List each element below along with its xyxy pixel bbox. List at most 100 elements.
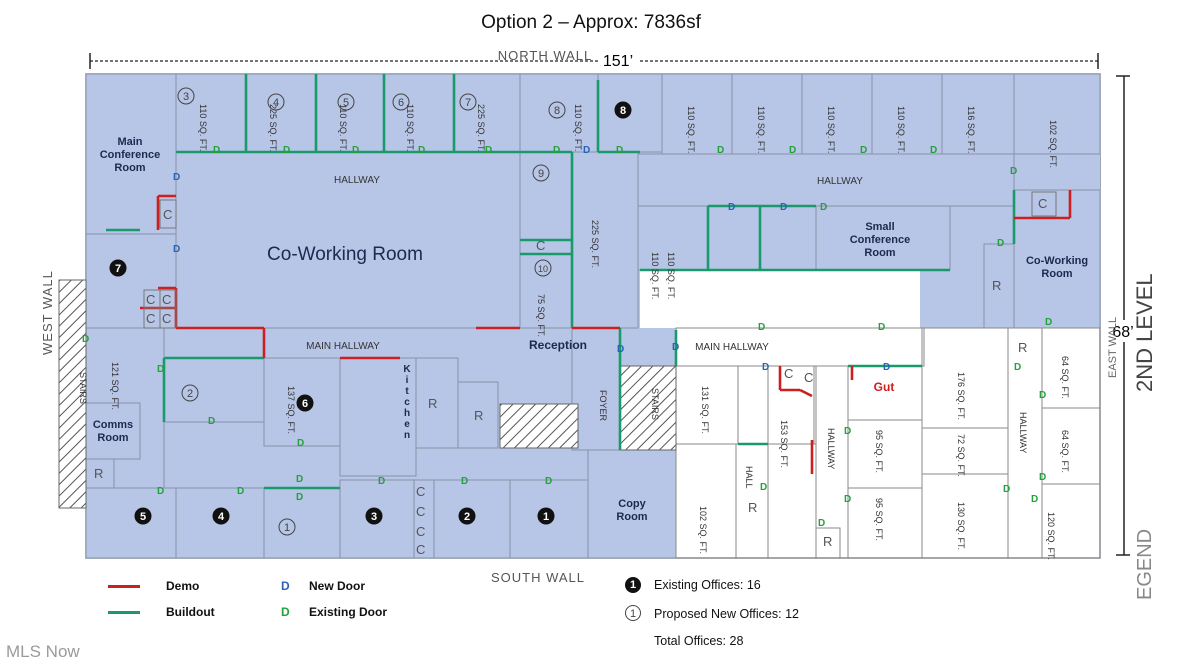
area-labels-misc: 225 SQ. FT.75 SQ. FT.121 SQ. FT.137 SQ. … bbox=[110, 220, 1070, 560]
svg-text:C: C bbox=[416, 504, 425, 519]
proposed-office-marker-10: 10 bbox=[534, 259, 552, 277]
page-title: Option 2 – Approx: 7836sf bbox=[481, 12, 701, 33]
svg-text:D: D bbox=[997, 238, 1004, 249]
existing-office-marker-5: 5 bbox=[134, 507, 152, 525]
svg-text:C: C bbox=[146, 311, 155, 326]
height-label: 68’ bbox=[1112, 324, 1133, 341]
west-wall-label: WEST WALL bbox=[40, 270, 55, 355]
svg-text:D: D bbox=[1003, 484, 1010, 495]
svg-text:D: D bbox=[545, 476, 552, 487]
svg-text:D: D bbox=[1039, 472, 1046, 483]
svg-text:D: D bbox=[930, 145, 937, 156]
width-label: 151’ bbox=[603, 53, 633, 70]
proposed-office-marker-7: 7 bbox=[459, 93, 477, 111]
svg-text:D: D bbox=[762, 362, 769, 373]
stairs-east-label: STAIRS bbox=[650, 388, 660, 420]
area-label-top-12: 102 SQ. FT. bbox=[1048, 120, 1058, 168]
proposed-office-marker-3: 3 bbox=[177, 87, 195, 105]
svg-text:R: R bbox=[992, 278, 1001, 293]
svg-text:D: D bbox=[789, 145, 796, 156]
svg-text:D: D bbox=[378, 476, 385, 487]
legend-demo-label: Demo bbox=[166, 579, 200, 593]
svg-text:4: 4 bbox=[273, 97, 279, 109]
svg-text:D: D bbox=[173, 172, 180, 183]
svg-text:D: D bbox=[617, 344, 624, 355]
legend-proposed-office-marker: 1 bbox=[625, 605, 641, 621]
svg-text:D: D bbox=[878, 322, 885, 333]
svg-text:6: 6 bbox=[302, 398, 308, 410]
area-label-top-10: 110 SQ. FT. bbox=[896, 106, 906, 153]
area-label-top-9: 110 SQ. FT. bbox=[826, 106, 836, 153]
svg-text:D: D bbox=[1045, 317, 1052, 328]
area-label-9: 176 SQ. FT. bbox=[956, 372, 966, 420]
svg-text:D: D bbox=[352, 145, 359, 156]
area-label-8: 95 SQ. FT. bbox=[874, 498, 884, 541]
proposed-office-marker-5: 5 bbox=[337, 93, 355, 111]
gut-label: Gut bbox=[874, 380, 895, 394]
svg-text:R: R bbox=[823, 534, 832, 549]
svg-text:D: D bbox=[418, 145, 425, 156]
area-label-16: 110 SQ. FT. bbox=[650, 252, 660, 299]
svg-text:D: D bbox=[760, 482, 767, 493]
svg-text:D: D bbox=[780, 202, 787, 213]
svg-text:D: D bbox=[860, 145, 867, 156]
north-wall-label: NORTH WALL bbox=[498, 48, 593, 63]
existing-office-marker-1: 1 bbox=[537, 507, 555, 525]
existing-office-marker-6: 6 bbox=[296, 394, 314, 412]
svg-text:D: D bbox=[820, 202, 827, 213]
svg-text:D: D bbox=[844, 494, 851, 505]
building-outline bbox=[85, 73, 1101, 559]
svg-text:D: D bbox=[818, 518, 825, 529]
area-label-top-7: 110 SQ. FT. bbox=[686, 106, 696, 153]
area-label-1: 225 SQ. FT. bbox=[590, 220, 600, 268]
svg-text:D: D bbox=[1010, 166, 1017, 177]
area-label-5: 131 SQ. FT. bbox=[700, 386, 710, 434]
svg-text:D: D bbox=[728, 202, 735, 213]
hallway-right-label: HALLWAY bbox=[817, 176, 863, 187]
svg-text:C: C bbox=[804, 370, 813, 385]
stairs bbox=[58, 279, 677, 509]
svg-text:7: 7 bbox=[115, 263, 121, 275]
svg-text:D: D bbox=[237, 486, 244, 497]
svg-text:D: D bbox=[844, 426, 851, 437]
svg-text:D: D bbox=[717, 145, 724, 156]
svg-text:C: C bbox=[1038, 196, 1047, 211]
reception-label: Reception bbox=[529, 338, 587, 352]
legend-proposed-offices: Proposed New Offices: 12 bbox=[654, 607, 799, 621]
svg-text:C: C bbox=[536, 238, 545, 253]
area-label-12: 120 SQ. FT. bbox=[1046, 512, 1056, 560]
svg-text:10: 10 bbox=[538, 264, 548, 274]
svg-text:R: R bbox=[1018, 340, 1027, 355]
buildout-lines bbox=[106, 74, 1016, 490]
existing-office-marker-2: 2 bbox=[458, 507, 476, 525]
area-label-top-2: 225 SQ. FT. bbox=[268, 104, 278, 152]
svg-text:D: D bbox=[1014, 362, 1021, 373]
area-label-top-1: 110 SQ. FT. bbox=[198, 104, 208, 151]
svg-text:D: D bbox=[297, 438, 304, 449]
stairs-west-label: STAIRS bbox=[78, 372, 88, 404]
existing-office-marker-3: 3 bbox=[365, 507, 383, 525]
area-label-3: 121 SQ. FT. bbox=[110, 362, 120, 410]
proposed-office-marker-4: 4 bbox=[267, 93, 285, 111]
svg-text:3: 3 bbox=[183, 91, 189, 103]
existing-office-marker-7: 7 bbox=[109, 259, 127, 277]
area-label-4: 137 SQ. FT. bbox=[286, 386, 296, 434]
area-label-7: 95 SQ. FT. bbox=[874, 430, 884, 473]
existing-office-marker-8: 8 bbox=[614, 101, 632, 119]
legend-buildout-swatch bbox=[108, 611, 140, 614]
proposed-office-marker-9: 9 bbox=[532, 164, 550, 182]
legend-cut-label: EGEND bbox=[1134, 528, 1156, 600]
svg-text:5: 5 bbox=[140, 511, 146, 523]
south-wall-label: SOUTH WALL bbox=[491, 570, 585, 585]
coworking-room-label: Co-Working Room bbox=[267, 244, 423, 265]
closet-markers: C C C C C C C R R R R R R R C C C C C C bbox=[94, 191, 1057, 557]
svg-text:5: 5 bbox=[343, 97, 349, 109]
svg-text:C: C bbox=[416, 524, 425, 539]
svg-text:D: D bbox=[672, 342, 679, 353]
doors: D D D D D D D D D D D D D D D D D D D D … bbox=[82, 145, 1052, 529]
